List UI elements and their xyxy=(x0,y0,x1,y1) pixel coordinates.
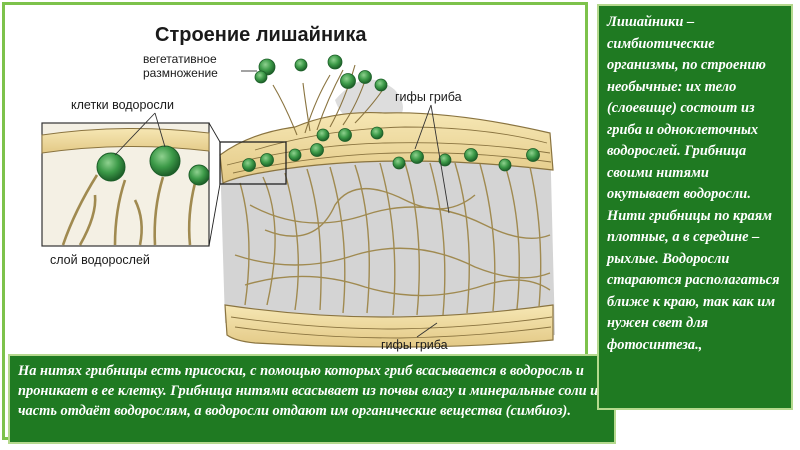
bottom-description-text: На нитях грибницы есть присоски, с помощ… xyxy=(18,363,599,419)
label-fungal-hyphae-bottom: гифы гриба xyxy=(381,338,448,352)
diagram-title: Строение лишайника xyxy=(155,24,367,46)
label-algae-layer: слой водорослей xyxy=(50,253,150,267)
label-vegetative-line2: размножение xyxy=(143,66,218,80)
propagules xyxy=(254,54,388,92)
thallus-algae-cells xyxy=(242,126,540,172)
label-algae-cells: клетки водоросли xyxy=(71,98,174,112)
right-description-text: Лишайники – симбиотические организмы, по… xyxy=(607,14,780,353)
label-vegetative-line1: вегетативное xyxy=(143,52,217,66)
medulla-hyphae xyxy=(234,162,551,316)
bottom-description-box: На нитях грибницы есть присоски, с помощ… xyxy=(8,354,616,444)
upper-cortex xyxy=(219,112,554,184)
lichen-structure-diagram: Строение лишайника xyxy=(41,24,555,352)
label-fungal-hyphae-top: гифы гриба xyxy=(395,90,462,104)
lower-cortex xyxy=(224,304,554,348)
right-description-box: Лишайники – симбиотические организмы, по… xyxy=(597,4,793,410)
